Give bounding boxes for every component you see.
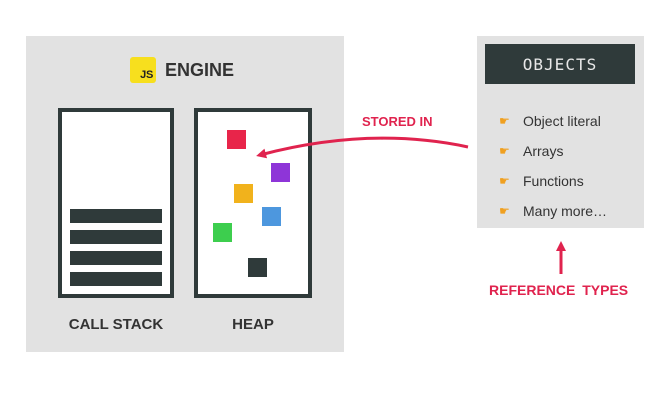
stack-frame <box>70 209 162 223</box>
list-item: ☛Object literal <box>499 113 601 129</box>
call-stack-label: CALL STACK <box>68 316 164 333</box>
stored-in-label: STORED IN <box>362 114 433 129</box>
heap-object <box>262 207 281 226</box>
heap-object <box>248 258 267 277</box>
pointing-hand-icon: ☛ <box>499 174 510 188</box>
heap-object <box>213 223 232 242</box>
stack-frame <box>70 272 162 286</box>
stack-frame <box>70 251 162 265</box>
engine-title: ENGINE <box>165 59 235 80</box>
objects-title: OBJECTS <box>522 54 598 74</box>
reference-types-label: REFERENCE TYPES <box>489 282 629 298</box>
pointing-hand-icon: ☛ <box>499 144 510 158</box>
engine-header: JS ENGINE <box>130 57 234 83</box>
object-types-list: ☛Object literal ☛Arrays ☛Functions ☛Many… <box>499 106 607 226</box>
heap-object <box>271 163 290 182</box>
heap-object <box>234 184 253 203</box>
list-item: ☛Arrays <box>499 143 564 159</box>
js-logo-icon: JS <box>130 57 156 83</box>
stack-frame <box>70 230 162 244</box>
pointing-hand-icon: ☛ <box>499 204 510 218</box>
heap-object <box>227 130 246 149</box>
objects-panel: OBJECTS ☛Object literal ☛Arrays ☛Functio… <box>477 36 644 228</box>
objects-header: OBJECTS <box>485 44 635 84</box>
heap-label: HEAP <box>232 316 274 333</box>
stored-in-arrow <box>256 136 469 159</box>
engine-panel: JS ENGINE CALL STACK HEAP <box>26 36 344 352</box>
pointing-hand-icon: ☛ <box>499 114 510 128</box>
call-stack-box <box>58 108 174 298</box>
list-item: ☛Many more… <box>499 203 608 219</box>
list-item: ☛Functions <box>499 173 584 189</box>
heap-box <box>194 108 312 298</box>
